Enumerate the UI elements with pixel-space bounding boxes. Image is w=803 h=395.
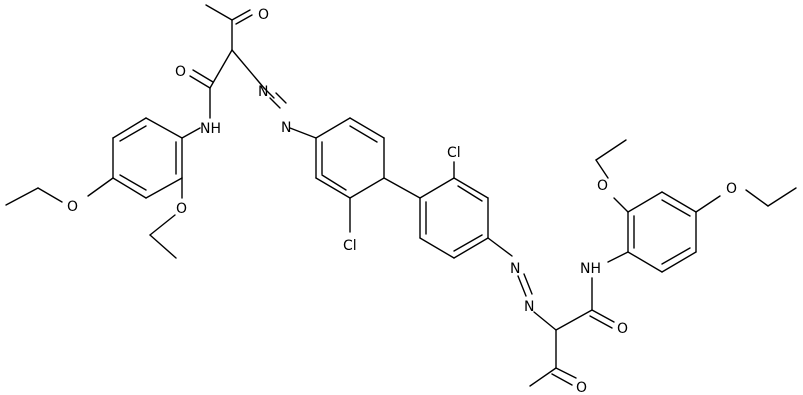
bond <box>661 247 691 265</box>
bond <box>517 275 527 297</box>
bond <box>555 367 577 379</box>
bond <box>315 117 351 139</box>
bond <box>231 49 265 89</box>
bond <box>589 315 613 329</box>
bond <box>5 187 39 206</box>
bond <box>529 367 557 387</box>
bond <box>383 177 421 199</box>
atom-label-nitrogen: N <box>524 299 534 315</box>
bond <box>627 251 663 273</box>
bond <box>419 177 455 199</box>
atom-label-nitrogen: N <box>281 120 291 136</box>
bond <box>595 159 609 179</box>
atom-label-oxygen: O <box>258 7 269 23</box>
bond <box>349 117 385 139</box>
bond <box>149 234 177 259</box>
bond <box>551 373 573 386</box>
bond <box>145 177 183 199</box>
bond <box>231 9 251 21</box>
atom-label-chlorine: Cl <box>447 145 461 161</box>
bond <box>453 234 483 252</box>
bond <box>205 4 233 21</box>
atom-label-oxygen: O <box>67 199 78 215</box>
bond <box>613 197 629 213</box>
bond-lines <box>5 4 797 387</box>
bond <box>112 117 147 139</box>
atom-label-oxygen: O <box>176 201 187 217</box>
bond <box>523 273 533 295</box>
bond <box>119 125 147 142</box>
bond <box>37 187 63 203</box>
bond <box>149 214 176 236</box>
atom-label-oxygen: O <box>617 321 628 337</box>
bond <box>321 174 347 191</box>
bond <box>209 49 233 89</box>
atom-label-nh: NH <box>200 121 221 137</box>
atom-label-oxygen: O <box>597 178 608 194</box>
bond <box>269 97 281 109</box>
atom-label-nh: NH <box>580 261 601 277</box>
bond <box>87 177 114 197</box>
atom-label-chlorine: Cl <box>343 238 357 254</box>
bond <box>533 311 557 331</box>
atom-label-oxygen: O <box>726 181 737 197</box>
bond <box>595 139 627 161</box>
bond <box>695 195 721 213</box>
bond <box>349 125 378 143</box>
bond <box>315 177 351 199</box>
bond <box>457 185 483 202</box>
atom-labels: O O NH N N O O Cl Cl O O NH N N O O <box>67 7 737 395</box>
bond <box>487 237 513 257</box>
bond <box>661 191 697 213</box>
atom-label-nitrogen: N <box>510 261 520 277</box>
bond <box>419 237 455 259</box>
bond <box>591 309 615 323</box>
bond <box>192 69 214 83</box>
bond <box>453 177 489 199</box>
atom-label-oxygen: O <box>576 380 587 395</box>
bond <box>745 189 769 207</box>
atom-label-oxygen: O <box>175 64 186 80</box>
bond <box>555 309 593 331</box>
bond <box>275 92 287 104</box>
bond <box>145 117 183 139</box>
bond <box>767 187 797 207</box>
bond <box>181 127 201 139</box>
bond <box>189 75 211 89</box>
bond <box>607 251 629 263</box>
bond <box>453 237 489 259</box>
bond <box>119 174 147 191</box>
bond <box>263 87 275 99</box>
bond <box>349 177 385 199</box>
bond <box>112 177 147 199</box>
bond <box>289 127 317 139</box>
bond <box>627 191 663 213</box>
bond <box>661 199 691 217</box>
bond <box>661 251 697 273</box>
bond <box>235 14 253 25</box>
atom-label-nitrogen: N <box>258 84 268 100</box>
